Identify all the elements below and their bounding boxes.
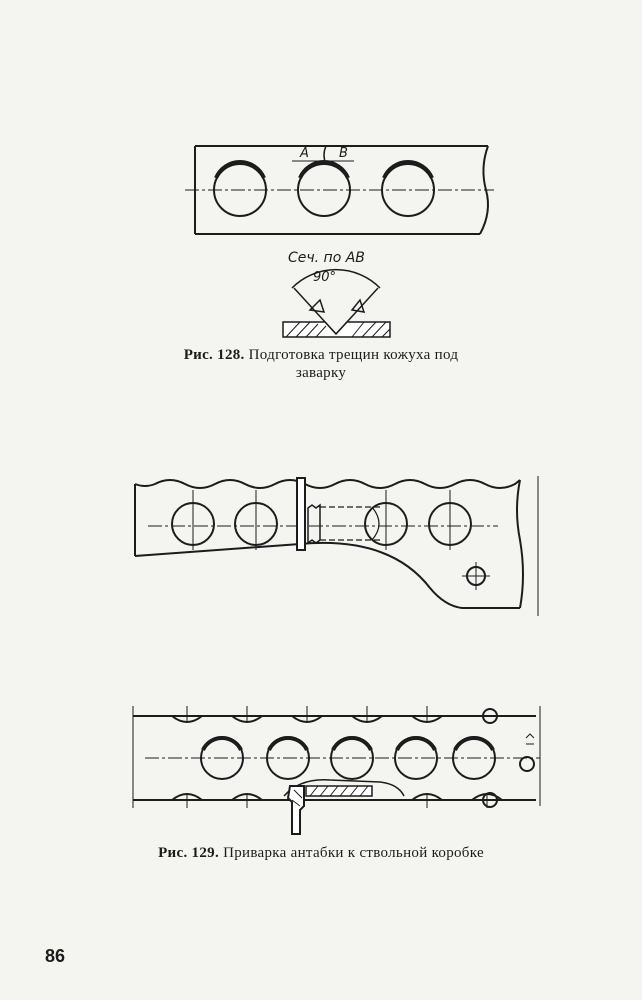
shroud-patch xyxy=(296,477,380,551)
fig128-crack xyxy=(292,145,354,165)
figure-128-caption: Рис. 128. Подготовка трещин кожуха под з… xyxy=(0,346,642,382)
figure-129-caption: Рис. 129. Приварка антабки к ствольной к… xyxy=(0,844,642,862)
section-mark-a: А xyxy=(300,146,309,161)
fig129-right-mark xyxy=(525,706,541,806)
figure-128-caption-line2: заварку xyxy=(295,365,347,381)
figure-129-caption-label: Рис. 129. xyxy=(158,845,219,861)
fig129-plate xyxy=(132,706,536,808)
fig129-ticks xyxy=(186,706,488,808)
shroud-outline xyxy=(134,479,524,609)
figure-128-caption-label: Рис. 128. xyxy=(183,347,245,363)
page-number: 86 xyxy=(45,946,66,966)
fig129-holes xyxy=(200,736,496,780)
angle-label: 90° xyxy=(313,270,337,285)
section-title: Сеч. по АВ xyxy=(288,250,365,266)
fig129-sling-swivel xyxy=(283,779,405,835)
figure-128-caption-line1: Подготовка трещин кожуха под xyxy=(248,347,459,363)
shroud-vertical-ticks xyxy=(192,490,451,550)
fig128-section-plate xyxy=(282,321,391,338)
figure-129-caption-text: Приварка антабки к ствольной коробке xyxy=(223,845,484,861)
section-mark-b: В xyxy=(339,146,348,161)
fig128-holes xyxy=(213,160,435,217)
